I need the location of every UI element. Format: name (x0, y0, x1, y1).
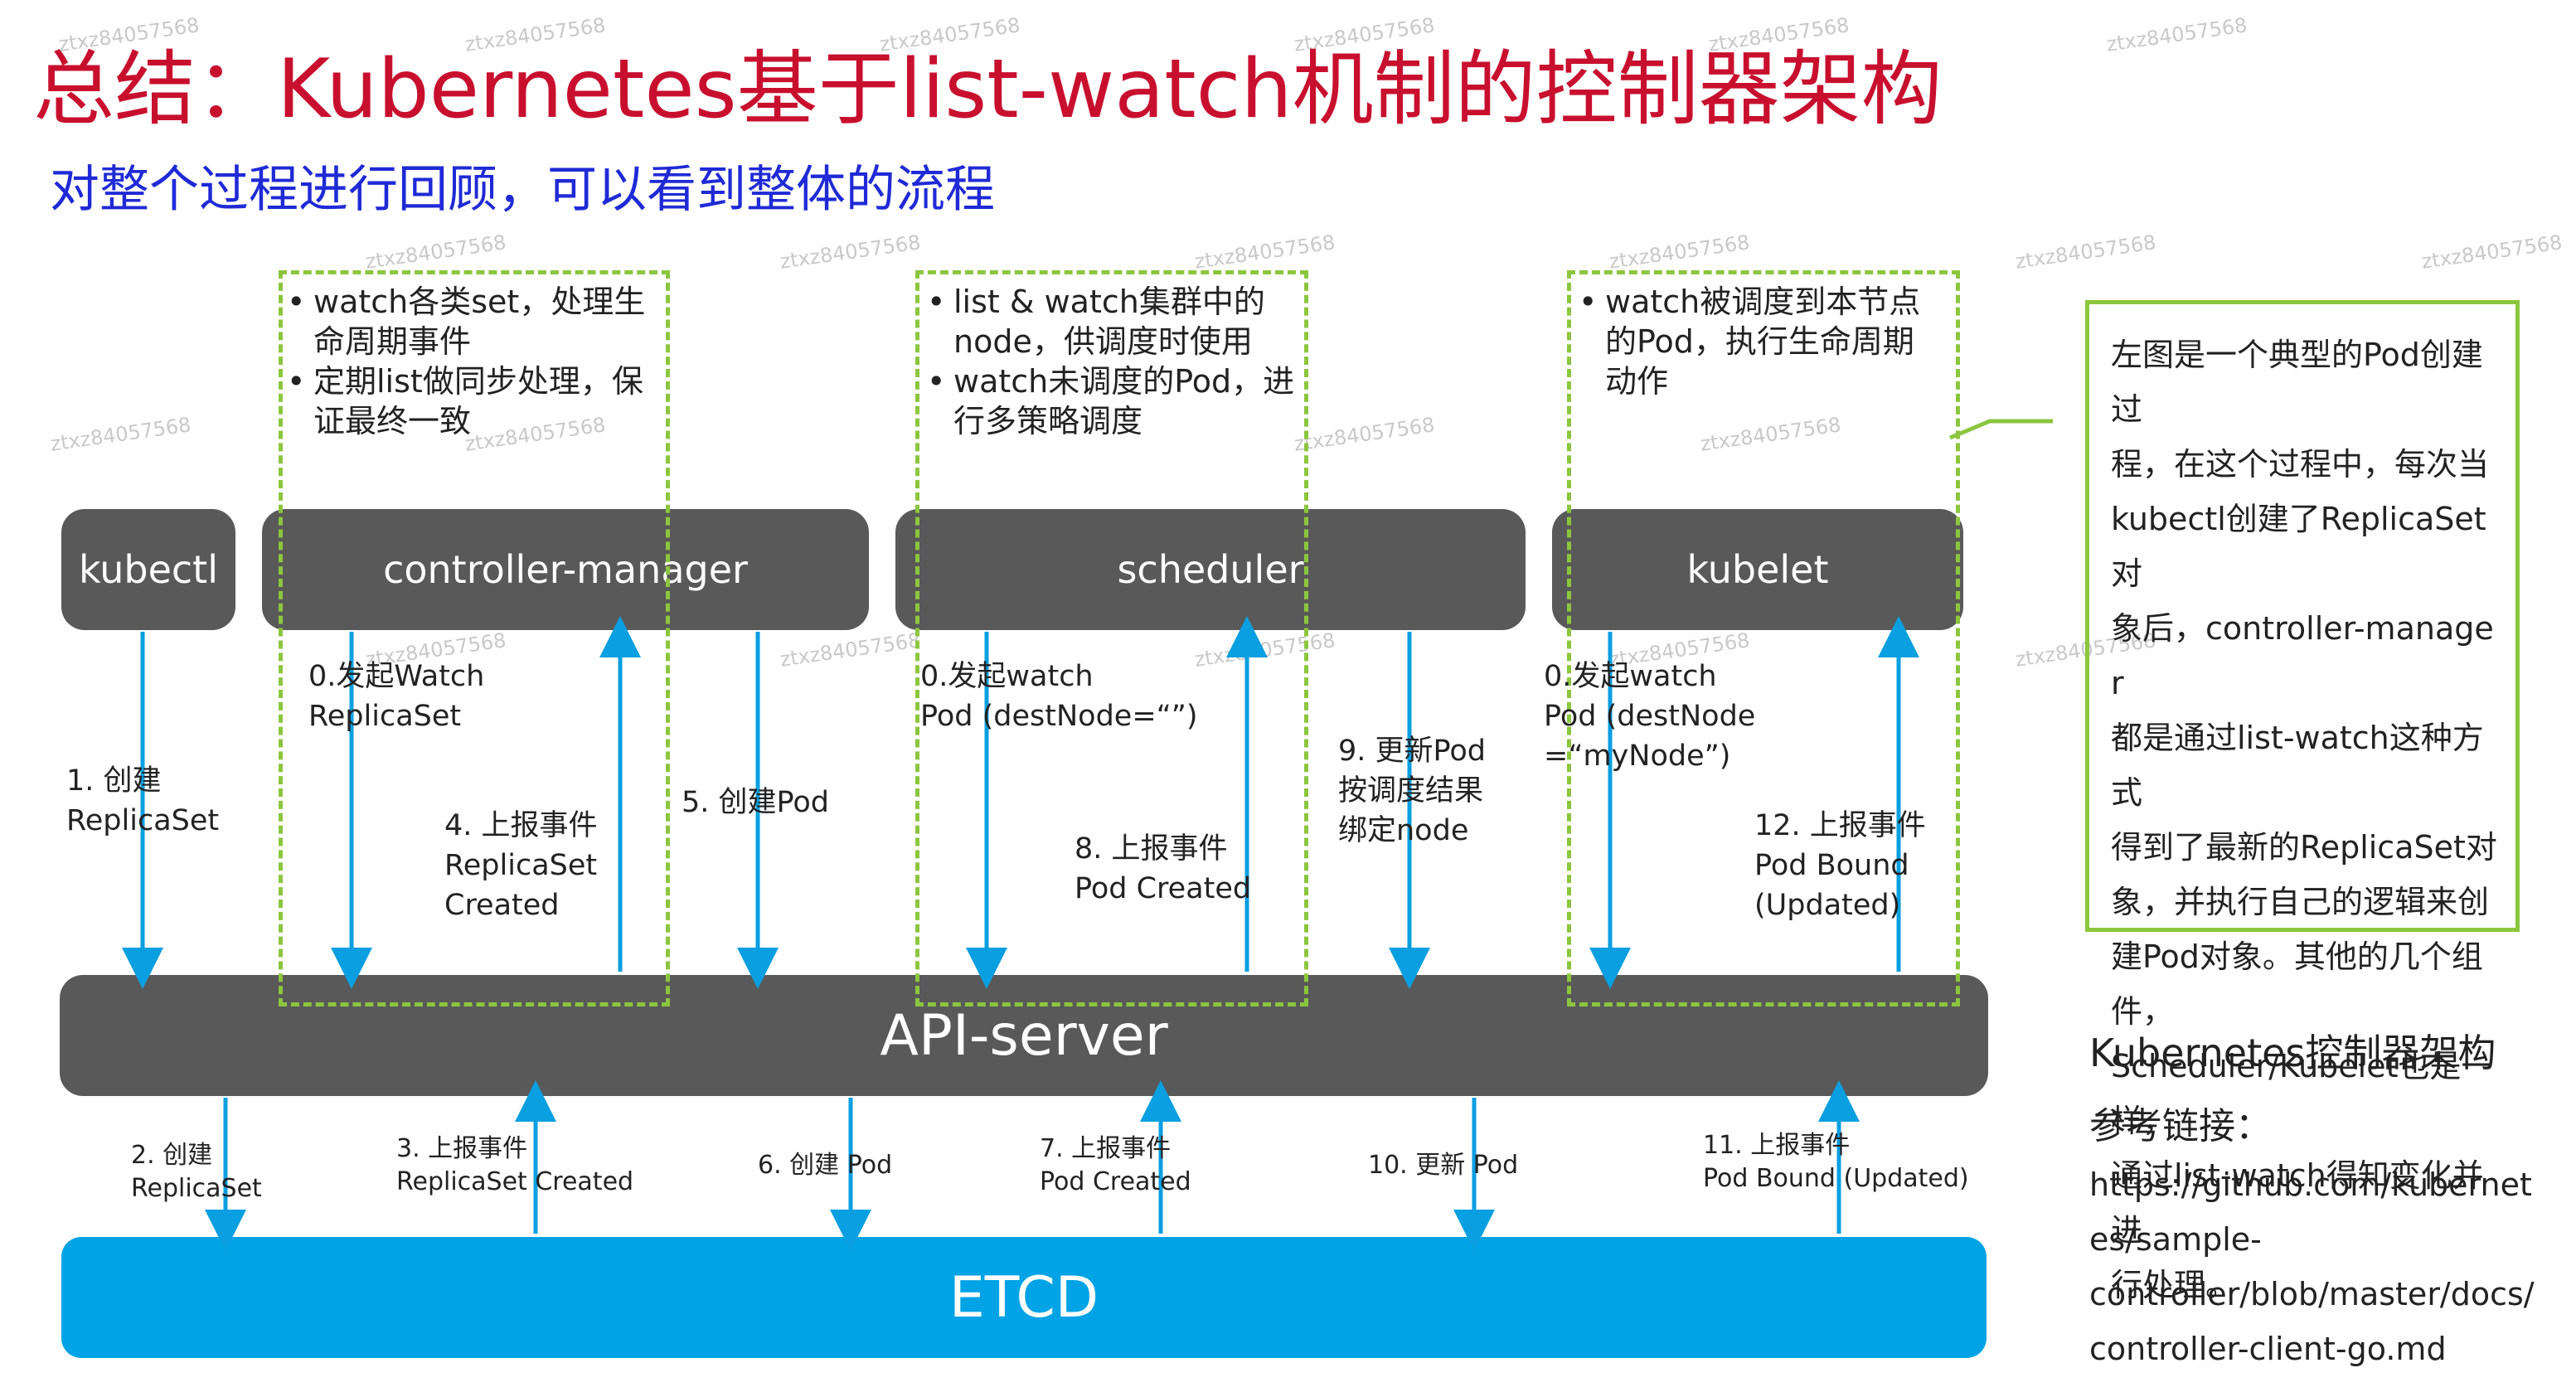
api-server-label: API-server (880, 1002, 1168, 1069)
controller-dashed-region (279, 270, 670, 1006)
kubelet-box: kubelet (1552, 509, 1963, 630)
architecture-heading: Kubernetes控制器架构 (2089, 1031, 2496, 1075)
page-title: 总结：Kubernetes基于list-watch机制的控制器架构 (33, 42, 1943, 137)
kubectl-label: kubectl (79, 547, 218, 592)
api-server-box: API-server (60, 975, 1988, 1096)
step-6-label: 6. 创建 Pod (758, 1151, 893, 1180)
step-5-label: 5. 创建Pod (682, 786, 830, 819)
controller-manager-box: controller-manager (262, 509, 869, 630)
controller-notes: watch各类set，处理生命周期事件 定期list做同步处理，保证最终一致 (287, 282, 662, 441)
page-subtitle: 对整个过程进行回顾，可以看到整体的流程 (50, 161, 995, 219)
reference-label: 参考链接： (2089, 1105, 2272, 1147)
kubelet-notes: watch被调度到本节点的Pod，执行生命周期动作 (1579, 282, 1943, 401)
scheduler-note-item: watch未调度的Pod，进行多策略调度 (927, 361, 1302, 441)
scheduler-dashed-region (915, 270, 1308, 1006)
controller-note-item: watch各类set，处理生命周期事件 (287, 282, 662, 361)
kubelet-note-item: watch被调度到本节点的Pod，执行生命周期动作 (1579, 282, 1943, 401)
scheduler-notes: list & watch集群中的node，供调度时使用 watch未调度的Pod… (927, 282, 1302, 441)
scheduler-label: scheduler (1117, 547, 1304, 592)
step-10-label: 10. 更新 Pod (1368, 1151, 1519, 1180)
scheduler-note-item: list & watch集群中的node，供调度时使用 (927, 282, 1302, 361)
kubelet-label: kubelet (1686, 547, 1829, 592)
scheduler-box: scheduler (895, 509, 1526, 630)
etcd-label: ETCD (948, 1264, 1099, 1331)
summary-note: 左图是一个典型的Pod创建过 程，在这个过程中，每次当 kubectl创建了Re… (2085, 300, 2520, 1303)
kubelet-dashed-region (1567, 270, 1960, 1006)
kubectl-box: kubectl (61, 509, 235, 630)
controller-note-item: 定期list做同步处理，保证最终一致 (287, 361, 662, 441)
note-connector (1949, 419, 2053, 440)
reference-link[interactable]: https://github.com/kubernet es/sample- c… (2089, 1166, 2535, 1367)
etcd-box: ETCD (61, 1237, 1987, 1358)
controller-manager-label: controller-manager (383, 547, 748, 592)
